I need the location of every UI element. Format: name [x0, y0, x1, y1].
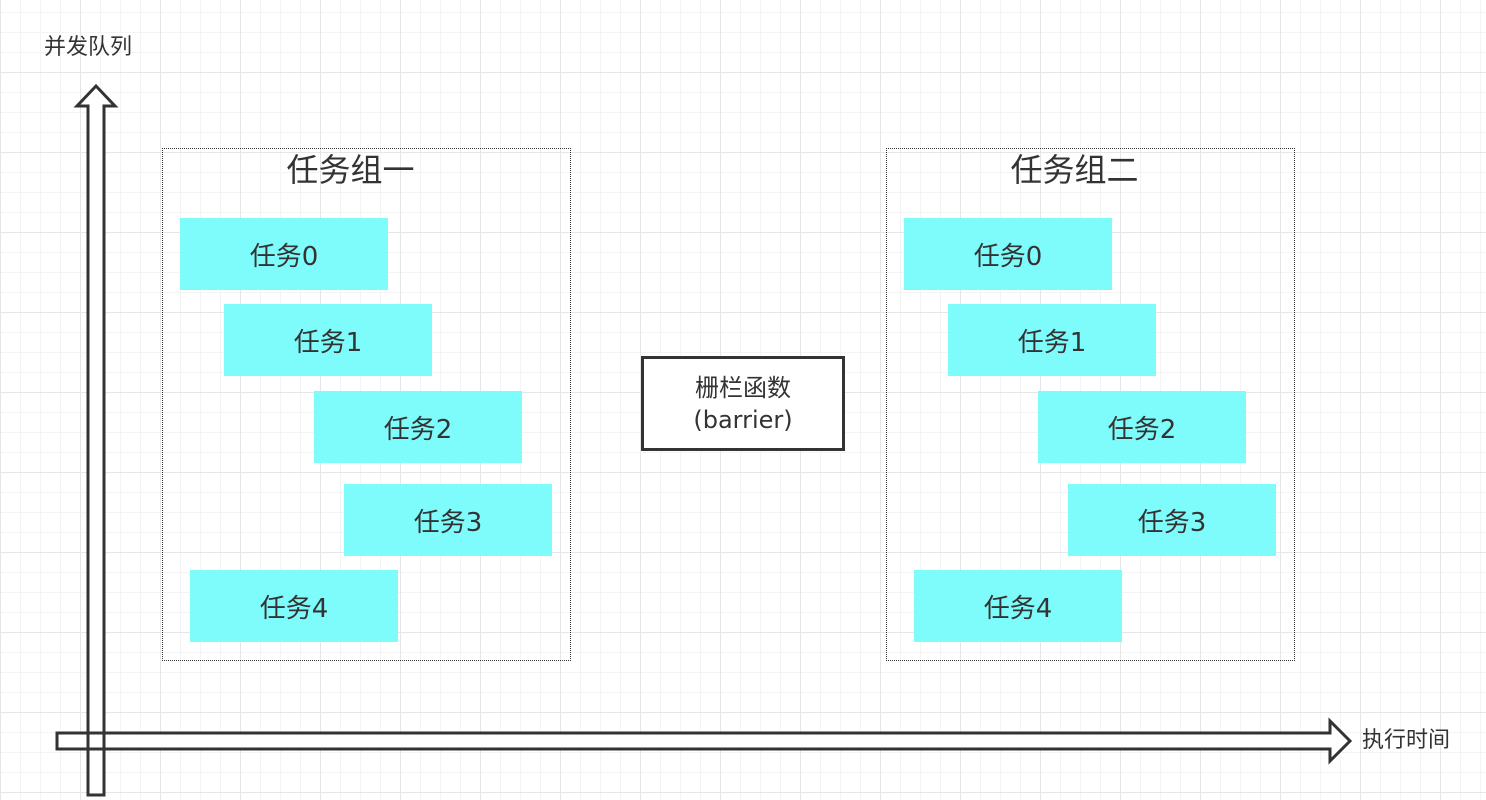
task-box: 任务4 — [914, 570, 1122, 642]
task-group-two: 任务组二 任务0 任务1 任务2 任务3 任务4 — [886, 148, 1295, 661]
task-box: 任务1 — [948, 304, 1156, 376]
task-box: 任务0 — [904, 218, 1112, 290]
x-axis-label: 执行时间 — [1362, 728, 1451, 753]
barrier-box: 栅栏函数 (barrier) — [641, 356, 845, 451]
task-box: 任务3 — [1068, 484, 1276, 556]
y-axis-label: 并发队列 — [44, 35, 133, 60]
task-box: 任务2 — [314, 391, 522, 463]
task-group-one: 任务组一 任务0 任务1 任务2 任务3 任务4 — [162, 148, 571, 661]
task-box: 任务0 — [180, 218, 388, 290]
group-title: 任务组一 — [286, 151, 415, 189]
task-box: 任务4 — [190, 570, 398, 642]
task-box: 任务3 — [344, 484, 552, 556]
barrier-subtitle: (barrier) — [693, 405, 793, 434]
group-title: 任务组二 — [1010, 151, 1139, 189]
y-axis-arrow — [73, 83, 119, 797]
task-box: 任务2 — [1038, 391, 1246, 463]
task-box: 任务1 — [224, 304, 432, 376]
barrier-title: 栅栏函数 — [695, 373, 791, 402]
x-axis-arrow — [55, 717, 1353, 765]
